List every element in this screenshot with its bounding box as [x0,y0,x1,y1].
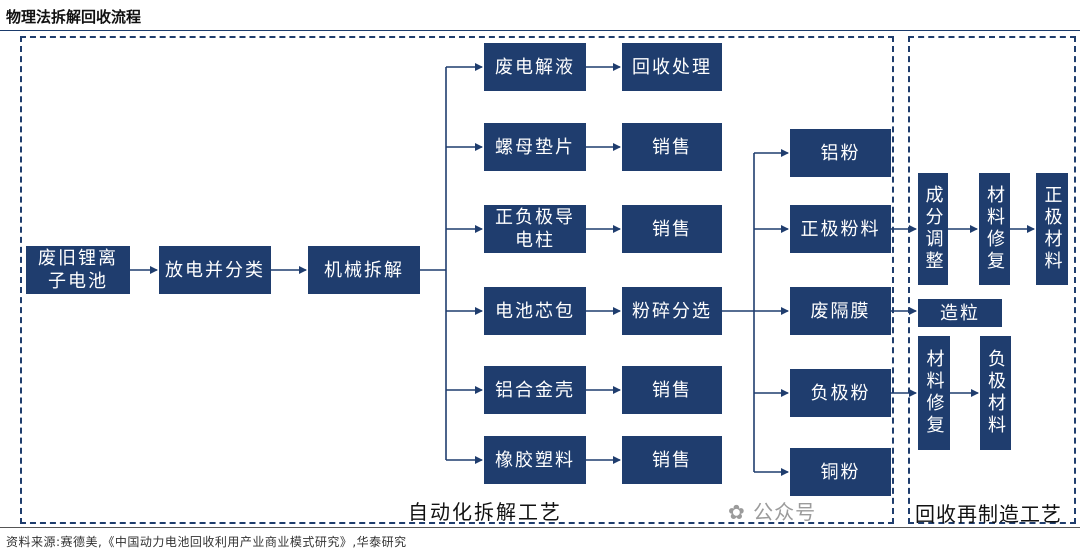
bottom-rule [0,527,1080,528]
wechat-icon: ✿ [728,500,746,524]
node-composition-adjust: 成分调整 [918,173,948,285]
node-mechanical-dismantle: 机械拆解 [308,246,420,294]
top-rule [0,30,1080,31]
node-material-repair-1: 材料修复 [979,173,1010,285]
node-terminal-posts: 正负极导电柱 [484,205,586,253]
remanufacturing-frame [908,36,1076,524]
node-anode-powder: 负极粉 [790,369,891,417]
node-anode-material: 负极材料 [980,336,1011,450]
remanufacturing-label: 回收再制造工艺 [915,502,1062,526]
node-sale-2: 销售 [622,205,722,253]
node-sale-1: 销售 [622,123,722,171]
node-sale-3: 销售 [622,366,722,414]
node-crush-separate: 粉碎分选 [622,287,722,335]
auto-dismantling-label: 自动化拆解工艺 [408,500,562,524]
node-nuts-washers: 螺母垫片 [484,123,586,171]
node-aluminum-powder: 铝粉 [790,129,891,177]
auto-dismantling-frame [20,36,894,524]
node-aluminum-shell: 铝合金壳 [484,366,586,414]
node-sale-4: 销售 [622,436,722,484]
node-electrolyte: 废电解液 [484,43,586,91]
watermark-text: 公众号 [753,500,817,524]
node-discharge-sort: 放电并分类 [159,246,271,294]
node-waste-battery: 废旧锂离子电池 [26,246,130,294]
node-copper-powder: 铜粉 [790,448,891,496]
node-cell-core: 电池芯包 [484,287,586,335]
node-material-repair-2: 材料修复 [918,336,950,450]
node-cathode-powder: 正极粉料 [790,205,891,253]
node-granulation: 造粒 [918,299,1002,327]
node-waste-separator: 废隔膜 [790,287,891,335]
figure-title: 物理法拆解回收流程 [6,8,142,26]
node-cathode-material: 正极材料 [1036,173,1068,285]
source-note: 资料来源:赛德美,《中国动力电池回收利用产业商业模式研究》,华泰研究 [6,535,407,549]
node-rubber-plastic: 橡胶塑料 [484,436,586,484]
watermark: ✿ 公众号 [728,496,816,525]
node-recycle-treatment: 回收处理 [622,43,722,91]
